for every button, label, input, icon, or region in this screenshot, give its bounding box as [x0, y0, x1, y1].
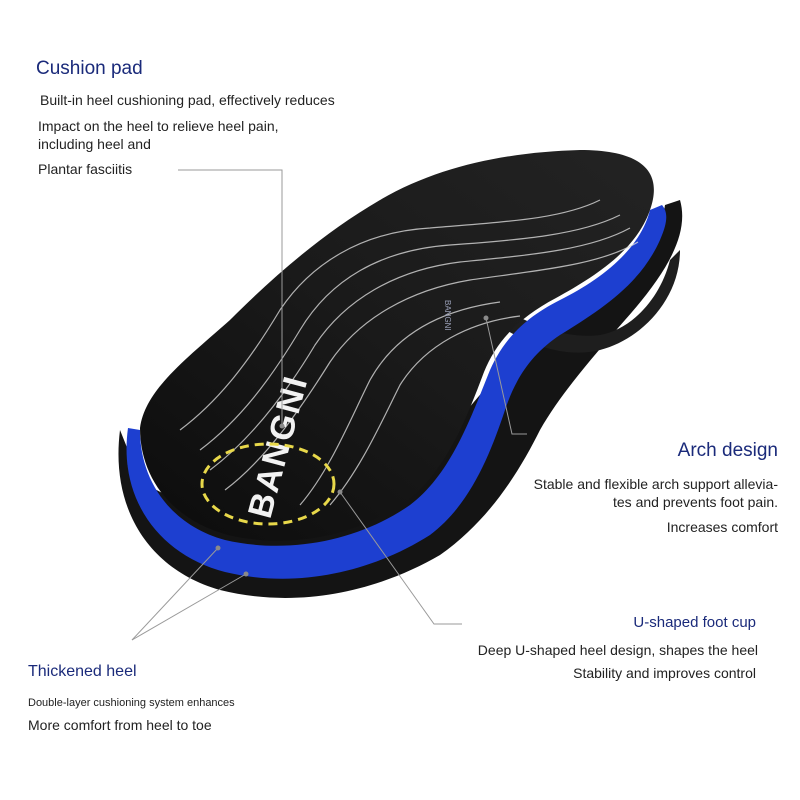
side-brand-text: BANGNI [443, 300, 452, 331]
callout-lines [131, 169, 527, 641]
heel-highlight-circle [200, 442, 336, 526]
foot-cup-line-1: Deep U-shaped heel design, shapes the he… [477, 642, 758, 658]
thickened-heel-line-2: More comfort from heel to toe [28, 717, 212, 733]
foot-cup-line-2: Stability and improves control [573, 665, 756, 681]
contour-lines [179, 199, 639, 506]
arch-design-line-1: Stable and flexible arch support allevia… [533, 476, 778, 492]
cushion-pad-title: Cushion pad [36, 58, 143, 79]
foot-cup-title: U-shaped foot cup [633, 614, 756, 631]
arch-design-line-2: tes and prevents foot pain. [613, 494, 778, 510]
thickened-heel-title: Thickened heel [28, 663, 137, 680]
cushion-pad-line-4: Plantar fasciitis [38, 161, 133, 177]
callout-dots [215, 315, 489, 577]
cushion-pad-line-3: including heel and [38, 136, 151, 152]
arch-design-title: Arch design [677, 440, 778, 461]
blue-edge-layer [126, 205, 667, 579]
cushion-pad-line-1: Built-in heel cushioning pad, effectivel… [40, 92, 335, 108]
cushion-pad-line-2: Impact on the heel to relieve heel pain, [38, 118, 279, 134]
arch-design-line-3: Increases comfort [666, 519, 778, 535]
thickened-heel-line-1: Double-layer cushioning system enhances [28, 697, 235, 709]
